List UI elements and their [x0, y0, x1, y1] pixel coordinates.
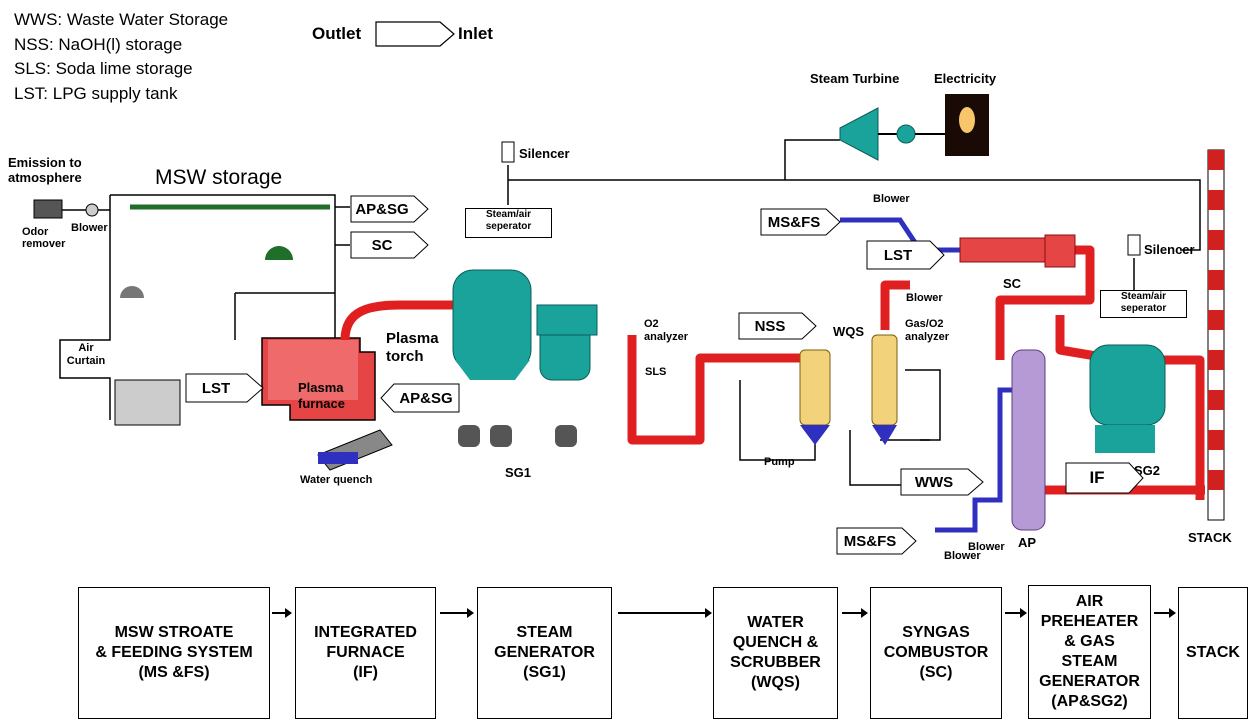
silencer-label: Silencer: [519, 146, 570, 161]
plasma-torch-label: Plasma torch: [386, 330, 439, 365]
flow-arrow: [440, 608, 474, 618]
tag-wws-shape: [900, 468, 984, 496]
steam-air-separator-1: Steam/air seperator: [465, 208, 552, 238]
blower-sc-top-label: Blower: [873, 193, 910, 205]
wqs-label: WQS: [833, 324, 865, 339]
flow-arrow: [272, 608, 292, 618]
steam-air-separator-2: Steam/air seperator: [1100, 290, 1187, 318]
tag-wws: WWS: [914, 473, 954, 491]
flow-box-if-text: INTEGRATED FURNACE (IF): [314, 624, 417, 681]
tag-if-shape: [1065, 462, 1144, 494]
flow-box-sc: SYNGAS COMBUSTOR (SC): [870, 587, 1002, 719]
ap-label: AP: [1018, 535, 1037, 550]
flow-arrow: [1154, 608, 1176, 618]
outlet-inlet-shape: [375, 21, 455, 47]
tag-lst1-shape: [185, 373, 264, 403]
flow-box-sc-text: SYNGAS COMBUSTOR (SC): [883, 624, 989, 681]
flow-box-stack-text: STACK: [1186, 644, 1240, 661]
sg1-label: SG1: [505, 465, 532, 480]
msw-storage-label: MSW storage: [155, 166, 283, 189]
steam-turbine-label: Steam Turbine: [810, 71, 900, 86]
tag-msfs2: MS&FS: [843, 532, 897, 550]
process-diagram: [33, 94, 1225, 533]
tag-apsg-shape: [350, 195, 429, 223]
tag-sc-shape: [350, 231, 429, 259]
tag-nss-shape: [738, 312, 817, 340]
sc-label: SC: [1003, 276, 1022, 291]
flow-box-stack: STACK: [1178, 587, 1248, 719]
tag-msfs1-shape: [760, 208, 841, 236]
tag-msfs2-shape: [836, 527, 917, 555]
gas-o2-analyzer-label: Gas/O2 analyzer: [905, 318, 950, 343]
silencer2-label: Silencer: [1144, 242, 1195, 257]
flow-box-msfs: MSW STROATE & FEEDING SYSTEM (MS &FS): [78, 587, 270, 719]
outlet-label: Outlet: [312, 24, 362, 43]
water-quench-label: Water quench: [300, 474, 373, 486]
blower-sc-label: Blower: [906, 292, 943, 304]
flow-arrow: [842, 608, 868, 618]
flow-box-wqs: WATER QUENCH & SCRUBBER (WQS): [713, 587, 838, 719]
pump-label: Pump: [764, 456, 795, 468]
flow-box-msfs-text: MSW STROATE & FEEDING SYSTEM (MS &FS): [95, 624, 253, 681]
tag-lst2: LST: [883, 246, 913, 264]
flow-arrow: [1005, 608, 1027, 618]
tag-lst1: LST: [201, 379, 231, 397]
tag-if: IF: [1089, 468, 1105, 487]
flow-box-sg1: STEAM GENERATOR (SG1): [477, 587, 612, 719]
plasma-furnace-label: Plasma furnace: [298, 380, 345, 411]
tag-sc: SC: [371, 236, 393, 254]
tag-lst2-shape: [866, 240, 945, 270]
tag-apsg2: AP&SG: [399, 389, 453, 407]
flow-box-sg1-text: STEAM GENERATOR (SG1): [494, 624, 595, 681]
emission-label: Emission to atmosphere: [8, 155, 82, 185]
electricity-label: Electricity: [934, 71, 997, 86]
sg2-label: SG2: [1134, 463, 1161, 478]
flow-box-apsg2: AIR PREHEATER & GAS STEAM GENERATOR (AP&…: [1028, 585, 1151, 719]
blower-ap2-label: Blower: [944, 550, 981, 562]
tag-msfs1: MS&FS: [767, 213, 821, 231]
legend-lst: LST: LPG supply tank: [14, 84, 178, 103]
blower-ap-label: Blower: [968, 541, 1005, 553]
air-curtain-label: Air Curtain: [66, 342, 106, 367]
legend-sls: SLS: Soda lime storage: [14, 59, 193, 78]
blower-label: Blower: [71, 222, 108, 234]
legend-nss: NSS: NaOH(l) storage: [14, 35, 183, 54]
flow-box-apsg2-text: AIR PREHEATER & GAS STEAM GENERATOR (AP&…: [1039, 593, 1140, 710]
flow-box-if: INTEGRATED FURNACE (IF): [295, 587, 436, 719]
flow-arrow: [618, 608, 712, 618]
o2-analyzer-label: O2 analyzer: [644, 318, 689, 343]
legend-wws: WWS: Waste Water Storage: [14, 10, 229, 29]
inlet-label: Inlet: [458, 24, 493, 43]
flow-box-wqs-text: WATER QUENCH & SCRUBBER (WQS): [730, 614, 821, 691]
tag-nss: NSS: [754, 317, 786, 335]
tag-apsg2-shape: [380, 383, 460, 413]
sls-label: SLS: [645, 366, 667, 378]
tag-apsg: AP&SG: [355, 200, 409, 218]
stack-label: STACK: [1188, 530, 1232, 545]
odor-remover-label: Odor remover: [22, 226, 66, 250]
